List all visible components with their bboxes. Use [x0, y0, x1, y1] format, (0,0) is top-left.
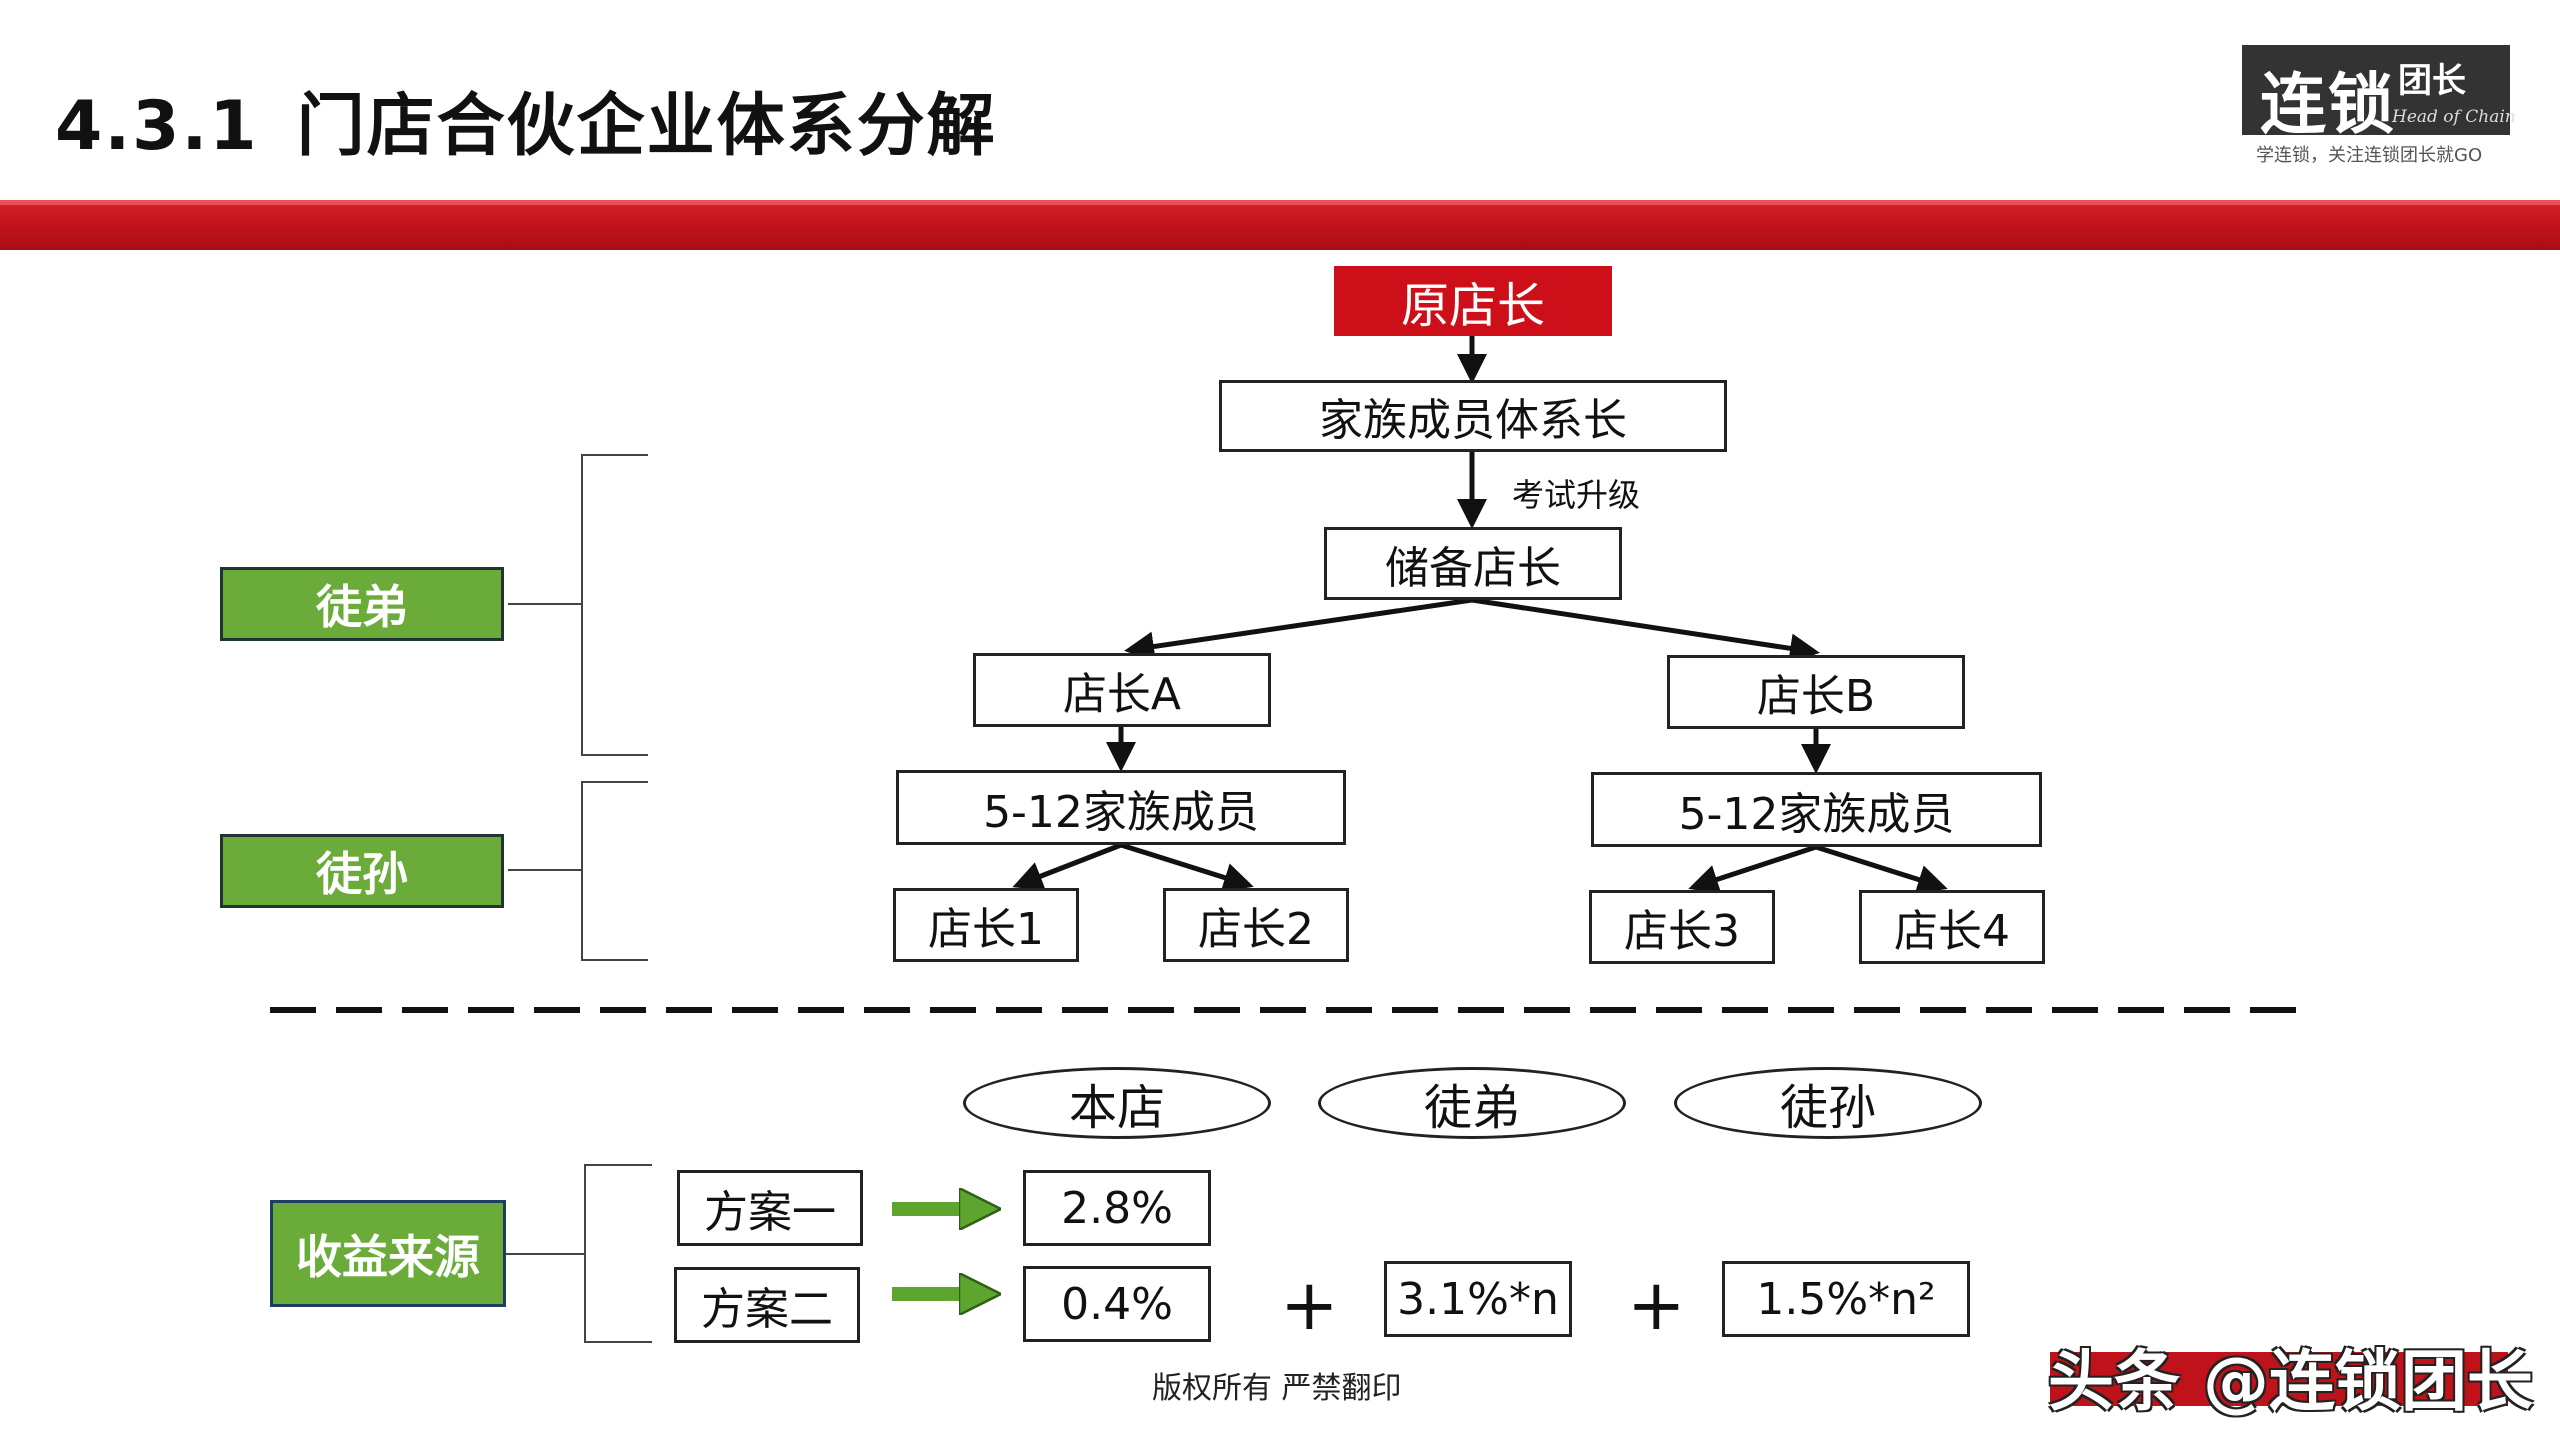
manager-1-box: 店长1	[893, 888, 1079, 962]
banner-highlight	[0, 200, 2560, 205]
manager-b-box: 店长B	[1667, 655, 1965, 729]
column-own-store: 本店	[963, 1067, 1271, 1139]
arrow-members-a-to-2	[1120, 842, 1254, 893]
manager-3-box: 店长3	[1589, 890, 1775, 964]
section-title: 门店合伙企业体系分解	[296, 87, 997, 166]
logo-sub-text: 团长	[2398, 61, 2466, 101]
family-members-b-box: 5-12家族成员	[1591, 772, 2042, 847]
exam-upgrade-label: 考试升级	[1512, 476, 1641, 514]
manager-2-box: 店长2	[1163, 888, 1349, 962]
plan-2-box: 方案二	[674, 1267, 860, 1343]
family-head-box: 家族成员体系长	[1219, 380, 1727, 452]
apprentice-label: 徒弟	[220, 567, 504, 641]
brand-logo: 连锁 团长 Head of Chain	[2242, 45, 2516, 143]
arrow-members-b-to-3	[1688, 844, 1817, 894]
plus-sign-2: +	[1627, 1264, 1686, 1346]
bracket-grand-apprentice	[581, 781, 648, 961]
copyright-notice: 版权所有 严禁翻印	[1152, 1371, 1402, 1406]
grand-apprentice-label: 徒孙	[220, 834, 504, 908]
red-banner	[0, 200, 2560, 250]
original-manager-box: 原店长	[1334, 266, 1612, 336]
column-apprentice: 徒弟	[1318, 1067, 1626, 1139]
page-title: 4.3.1 门店合伙企业体系分解	[55, 70, 997, 169]
bracket-revenue	[584, 1164, 652, 1343]
reserve-manager-box: 储备店长	[1324, 527, 1622, 600]
revenue-source-label: 收益来源	[270, 1200, 506, 1307]
column-grand-apprentice: 徒孙	[1674, 1067, 1982, 1139]
logo-tagline: 学连锁，关注连锁团长就GO	[2256, 145, 2483, 166]
arrow-members-b-to-4	[1815, 844, 1948, 895]
plan-1-own-rate: 2.8%	[1023, 1170, 1211, 1246]
arrow-members-a-to-1	[1012, 842, 1122, 891]
plus-sign-1: +	[1280, 1264, 1339, 1346]
arrow-reserve-to-b	[1471, 597, 1820, 664]
logo-english-text: Head of Chain	[2392, 107, 2516, 127]
bracket-apprentice	[581, 454, 648, 756]
manager-4-box: 店长4	[1859, 890, 2045, 964]
watermark-band	[2050, 1352, 2508, 1406]
logo-main-text: 连锁	[2260, 65, 2396, 143]
plan-2-grand-rate: 1.5%*n²	[1722, 1261, 1970, 1337]
plan-2-apprentice-rate: 3.1%*n	[1384, 1261, 1572, 1337]
section-number: 4.3.1	[55, 87, 259, 166]
plan-2-own-rate: 0.4%	[1023, 1266, 1211, 1342]
manager-a-box: 店长A	[973, 653, 1271, 727]
family-members-a-box: 5-12家族成员	[896, 770, 1346, 845]
watermark-text: 头条 @连锁团长	[2048, 1343, 2533, 1420]
plan-1-box: 方案一	[677, 1170, 863, 1246]
arrow-reserve-to-a	[1124, 597, 1473, 662]
